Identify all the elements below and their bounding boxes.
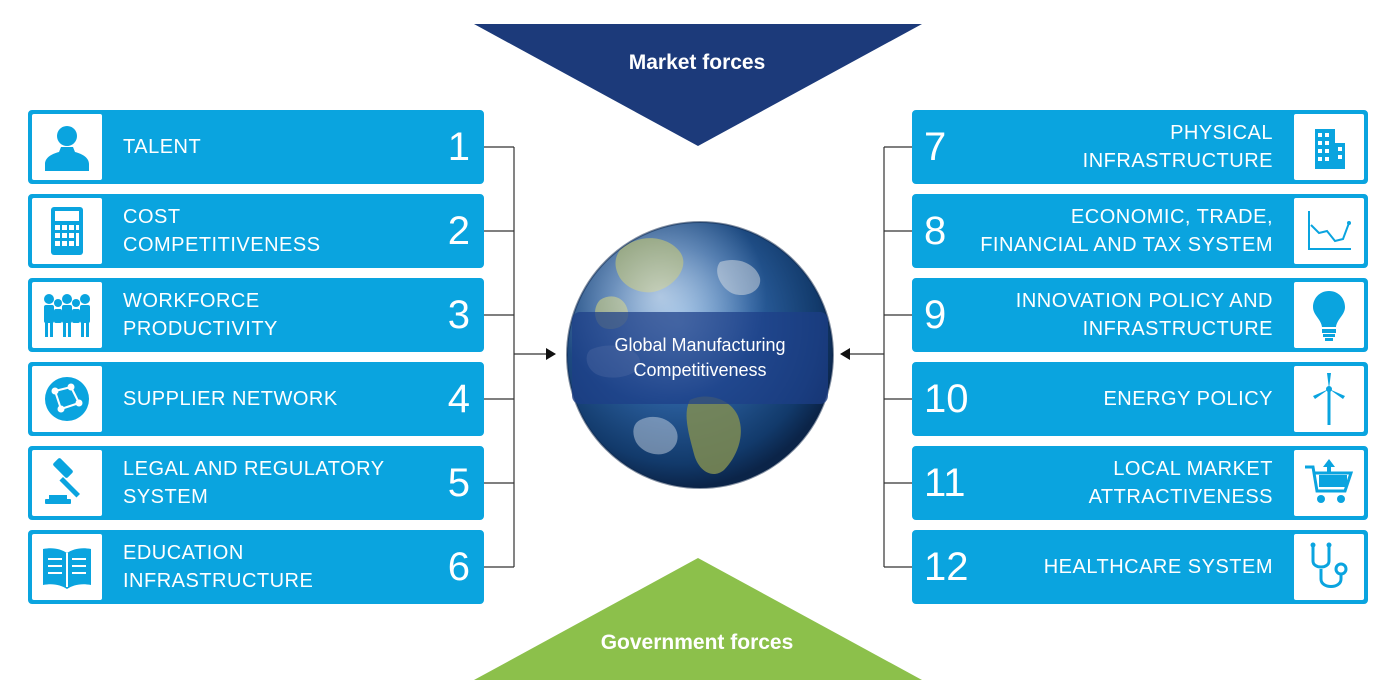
factor-label-line1: PHYSICAL <box>1170 122 1273 144</box>
factor-card-5: LEGAL AND REGULATORY SYSTEM 5 <box>28 446 484 520</box>
factor-label: INNOVATION POLICY AND INFRASTRUCTURE <box>973 280 1273 350</box>
factor-label-line2: ATTRACTIVENESS <box>1088 486 1273 508</box>
globe <box>566 221 834 489</box>
factor-card-9: 9 INNOVATION POLICY AND INFRASTRUCTURE <box>912 278 1368 352</box>
left-bracket <box>484 146 546 568</box>
factor-card-11: 11 LOCAL MARKET ATTRACTIVENESS <box>912 446 1368 520</box>
person-icon <box>32 114 102 180</box>
lightbulb-icon <box>1294 282 1364 348</box>
factor-card-7: 7 PHYSICAL INFRASTRUCTURE <box>912 110 1368 184</box>
factor-number: 12 <box>924 544 969 589</box>
factor-label-line2: FINANCIAL AND TAX SYSTEM <box>980 234 1273 256</box>
factor-card-6: EDUCATION INFRASTRUCTURE 6 <box>28 530 484 604</box>
factor-number: 10 <box>924 376 969 421</box>
factor-label: EDUCATION INFRASTRUCTURE <box>123 532 413 602</box>
factor-label: LOCAL MARKET ATTRACTIVENESS <box>973 448 1273 518</box>
factor-label-line1: HEALTHCARE SYSTEM <box>1043 556 1273 578</box>
factor-number: 9 <box>924 292 947 337</box>
left-arrowhead <box>546 348 556 360</box>
shopping-cart-icon <box>1294 450 1364 516</box>
factor-label-line1: INNOVATION POLICY AND <box>1015 290 1273 312</box>
factor-label: HEALTHCARE SYSTEM <box>973 532 1273 602</box>
factor-label-line1: EDUCATION <box>123 542 244 564</box>
factor-label-line2: INFRASTRUCTURE <box>1082 318 1273 340</box>
factor-label-line2: SYSTEM <box>123 486 209 508</box>
wind-turbine-icon <box>1294 366 1364 432</box>
center-label-line2: Competitiveness <box>633 360 767 380</box>
factor-label-line1: TALENT <box>123 136 202 158</box>
factor-label-line1: ENERGY POLICY <box>1103 388 1273 410</box>
center-label-line1: Global Manufacturing <box>614 335 786 355</box>
factor-number: 2 <box>447 208 470 253</box>
factor-label: ENERGY POLICY <box>973 364 1273 434</box>
factor-label: TALENT <box>123 112 413 182</box>
factor-label: PHYSICAL INFRASTRUCTURE <box>973 112 1273 182</box>
building-icon <box>1294 114 1364 180</box>
book-icon <box>32 534 102 600</box>
factor-card-10: 10 ENERGY POLICY <box>912 362 1368 436</box>
factor-label-line1: LEGAL AND REGULATORY <box>123 458 385 480</box>
factor-number: 7 <box>924 124 947 169</box>
gavel-icon <box>32 450 102 516</box>
factor-label: WORKFORCE PRODUCTIVITY <box>123 280 413 350</box>
factor-label: LEGAL AND REGULATORY SYSTEM <box>123 448 413 518</box>
factor-label-line2: COMPETITIVENESS <box>123 234 321 256</box>
factor-card-2: COST COMPETITIVENESS 2 <box>28 194 484 268</box>
right-bracket <box>850 146 914 568</box>
government-forces-label: Government forces <box>600 631 794 654</box>
factor-number: 3 <box>447 292 470 337</box>
network-globe-icon <box>32 366 102 432</box>
factor-number: 11 <box>924 460 966 505</box>
factor-card-8: 8 ECONOMIC, TRADE, FINANCIAL AND TAX SYST… <box>912 194 1368 268</box>
factor-label-line2: PRODUCTIVITY <box>123 318 278 340</box>
market-forces-label: Market forces <box>628 51 766 74</box>
center-label: Global Manufacturing Competitiveness <box>572 312 828 404</box>
factor-card-1: TALENT 1 <box>28 110 484 184</box>
factor-label: COST COMPETITIVENESS <box>123 196 413 266</box>
calculator-icon <box>32 198 102 264</box>
factor-label: ECONOMIC, TRADE, FINANCIAL AND TAX SYSTEM <box>973 196 1273 266</box>
factor-card-4: SUPPLIER NETWORK 4 <box>28 362 484 436</box>
factor-number: 8 <box>924 208 947 253</box>
market-forces-triangle <box>474 24 922 146</box>
stethoscope-icon <box>1294 534 1364 600</box>
factor-label-line2: INFRASTRUCTURE <box>1082 150 1273 172</box>
line-chart-icon <box>1294 198 1364 264</box>
factor-label-line2: INFRASTRUCTURE <box>123 570 314 592</box>
government-forces-triangle <box>474 558 922 680</box>
factor-number: 1 <box>447 124 470 169</box>
people-group-icon <box>32 282 102 348</box>
factor-card-3: WORKFORCE PRODUCTIVITY 3 <box>28 278 484 352</box>
factor-label-line1: SUPPLIER NETWORK <box>123 388 338 410</box>
factor-label-line1: WORKFORCE <box>123 290 260 312</box>
right-arrowhead <box>840 348 850 360</box>
factor-number: 5 <box>447 460 470 505</box>
factor-label-line1: COST <box>123 206 181 228</box>
factor-label: SUPPLIER NETWORK <box>123 364 413 434</box>
factor-number: 4 <box>447 376 470 421</box>
factor-label-line1: ECONOMIC, TRADE, <box>1070 206 1273 228</box>
factor-card-12: 12 HEALTHCARE SYSTEM <box>912 530 1368 604</box>
factor-number: 6 <box>447 544 470 589</box>
factor-label-line1: LOCAL MARKET <box>1113 458 1273 480</box>
